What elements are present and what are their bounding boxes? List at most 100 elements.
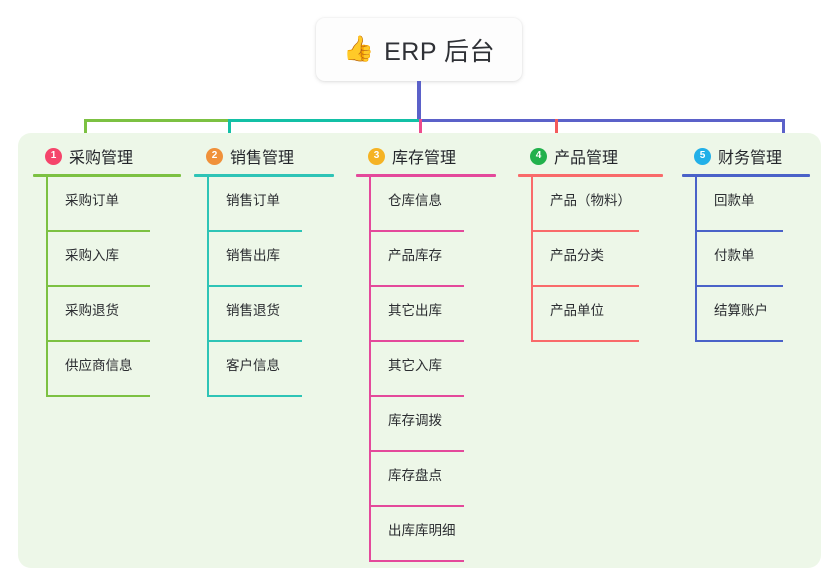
branch-item-underline [369, 505, 464, 507]
branch-spine [695, 177, 697, 342]
branch-item-label: 付款单 [714, 248, 755, 263]
branch-item-label: 仓库信息 [388, 193, 442, 208]
branch-item-label: 客户信息 [226, 358, 280, 373]
branch-spine [207, 177, 209, 397]
branch-item-label: 结算账户 [714, 303, 768, 318]
branch-item-underline [46, 230, 150, 232]
root-node-title: ERP 后台 [384, 37, 496, 66]
branch-item-list: 销售订单销售出库销售退货客户信息 [207, 177, 334, 397]
branch-number-badge: 5 [694, 147, 711, 165]
branch-drop-line-2 [228, 119, 231, 146]
branch-item-underline [531, 230, 639, 232]
branch-title: 采购管理 [69, 150, 134, 167]
branch-item[interactable]: 库存盘点 [369, 452, 496, 507]
branch-column-5[interactable]: 5 财务管理回款单付款单结算账户 [682, 141, 810, 342]
branch-item-underline [695, 230, 783, 232]
branch-item[interactable]: 销售订单 [207, 177, 334, 232]
branch-item-underline [369, 340, 464, 342]
branch-item-list: 回款单付款单结算账户 [695, 177, 810, 342]
branch-item[interactable]: 其它出库 [369, 287, 496, 342]
branch-item-underline [531, 285, 639, 287]
branches-panel [18, 133, 821, 568]
branch-title: 财务管理 [718, 150, 783, 167]
trunk-segment-green [84, 119, 229, 122]
branch-item-label: 产品（物料） [550, 193, 631, 208]
branch-item-underline [46, 340, 150, 342]
branch-number-badge: 2 [206, 147, 223, 165]
branch-item-label: 产品单位 [550, 303, 604, 318]
branch-spine [369, 177, 371, 562]
branch-header-underline [194, 174, 334, 177]
branch-number-badge: 4 [530, 147, 547, 165]
branch-item[interactable]: 销售退货 [207, 287, 334, 342]
branch-item-label: 采购入库 [65, 248, 119, 263]
branch-item-underline [369, 560, 464, 562]
branch-item-label: 产品库存 [388, 248, 442, 263]
branch-item-label: 销售订单 [226, 193, 280, 208]
branch-item[interactable]: 产品库存 [369, 232, 496, 287]
branch-item-label: 库存盘点 [388, 468, 442, 483]
branch-item-underline [207, 340, 302, 342]
branch-item-label: 采购订单 [65, 193, 119, 208]
branch-number-badge: 3 [368, 147, 385, 165]
branch-column-1[interactable]: 1 采购管理采购订单采购入库采购退货供应商信息 [33, 141, 181, 397]
branch-item[interactable]: 产品分类 [531, 232, 663, 287]
branch-item-underline [369, 230, 464, 232]
branch-item-list: 产品（物料） 产品分类产品单位 [531, 177, 663, 342]
branch-item[interactable]: 客户信息 [207, 342, 334, 397]
branch-spine [531, 177, 533, 342]
branch-item-underline [695, 285, 783, 287]
branch-title: 销售管理 [230, 150, 295, 167]
branch-drop-line-5 [782, 119, 785, 146]
branch-header-2[interactable]: 2 销售管理 [194, 141, 334, 171]
branch-item[interactable]: 库存调拨 [369, 397, 496, 452]
branch-item[interactable]: 出库库明细 [369, 507, 496, 562]
branch-column-2[interactable]: 2 销售管理销售订单销售出库销售退货客户信息 [194, 141, 334, 397]
branch-item-underline [369, 450, 464, 452]
branch-column-4[interactable]: 4 产品管理产品（物料） 产品分类产品单位 [518, 141, 663, 342]
root-stem-line [417, 81, 421, 121]
branch-title: 产品管理 [554, 150, 619, 167]
branch-item-list: 仓库信息产品库存其它出库其它入库库存调拨库存盘点出库库明细 [369, 177, 496, 562]
branch-item-underline [46, 395, 150, 397]
branch-item[interactable]: 其它入库 [369, 342, 496, 397]
branch-number-badge: 1 [45, 147, 62, 165]
branch-item-underline [369, 285, 464, 287]
branch-item-label: 库存调拨 [388, 413, 442, 428]
root-node-erp-backend[interactable]: 👍 ERP 后台 [316, 18, 522, 81]
branch-item-underline [369, 395, 464, 397]
branch-item[interactable]: 结算账户 [695, 287, 810, 342]
branch-header-5[interactable]: 5 财务管理 [682, 141, 810, 171]
branch-item[interactable]: 销售出库 [207, 232, 334, 287]
thumbs-up-icon: 👍 [342, 35, 375, 63]
branch-header-underline [356, 174, 496, 177]
branch-item[interactable]: 回款单 [695, 177, 810, 232]
branch-item[interactable]: 供应商信息 [46, 342, 181, 397]
branch-item-underline [207, 230, 302, 232]
branch-item[interactable]: 产品单位 [531, 287, 663, 342]
branch-item[interactable]: 采购入库 [46, 232, 181, 287]
branch-item[interactable]: 采购订单 [46, 177, 181, 232]
branch-item-underline [695, 340, 783, 342]
branch-item[interactable]: 仓库信息 [369, 177, 496, 232]
branch-item[interactable]: 采购退货 [46, 287, 181, 342]
branch-item-list: 采购订单采购入库采购退货供应商信息 [46, 177, 181, 397]
branch-item-label: 采购退货 [65, 303, 119, 318]
branch-item-label: 销售退货 [226, 303, 280, 318]
branch-item-underline [531, 340, 639, 342]
trunk-segment-blue [419, 119, 785, 122]
branch-item-label: 销售出库 [226, 248, 280, 263]
branch-item-label: 其它入库 [388, 358, 442, 373]
branch-item-underline [207, 395, 302, 397]
branch-header-1[interactable]: 1 采购管理 [33, 141, 181, 171]
branch-header-4[interactable]: 4 产品管理 [518, 141, 663, 171]
branch-item-underline [46, 285, 150, 287]
branch-item[interactable]: 产品（物料） [531, 177, 663, 232]
branch-item[interactable]: 付款单 [695, 232, 810, 287]
branch-header-underline [33, 174, 181, 177]
branch-item-label: 回款单 [714, 193, 755, 208]
branch-item-label: 出库库明细 [388, 523, 456, 538]
branch-item-underline [207, 285, 302, 287]
